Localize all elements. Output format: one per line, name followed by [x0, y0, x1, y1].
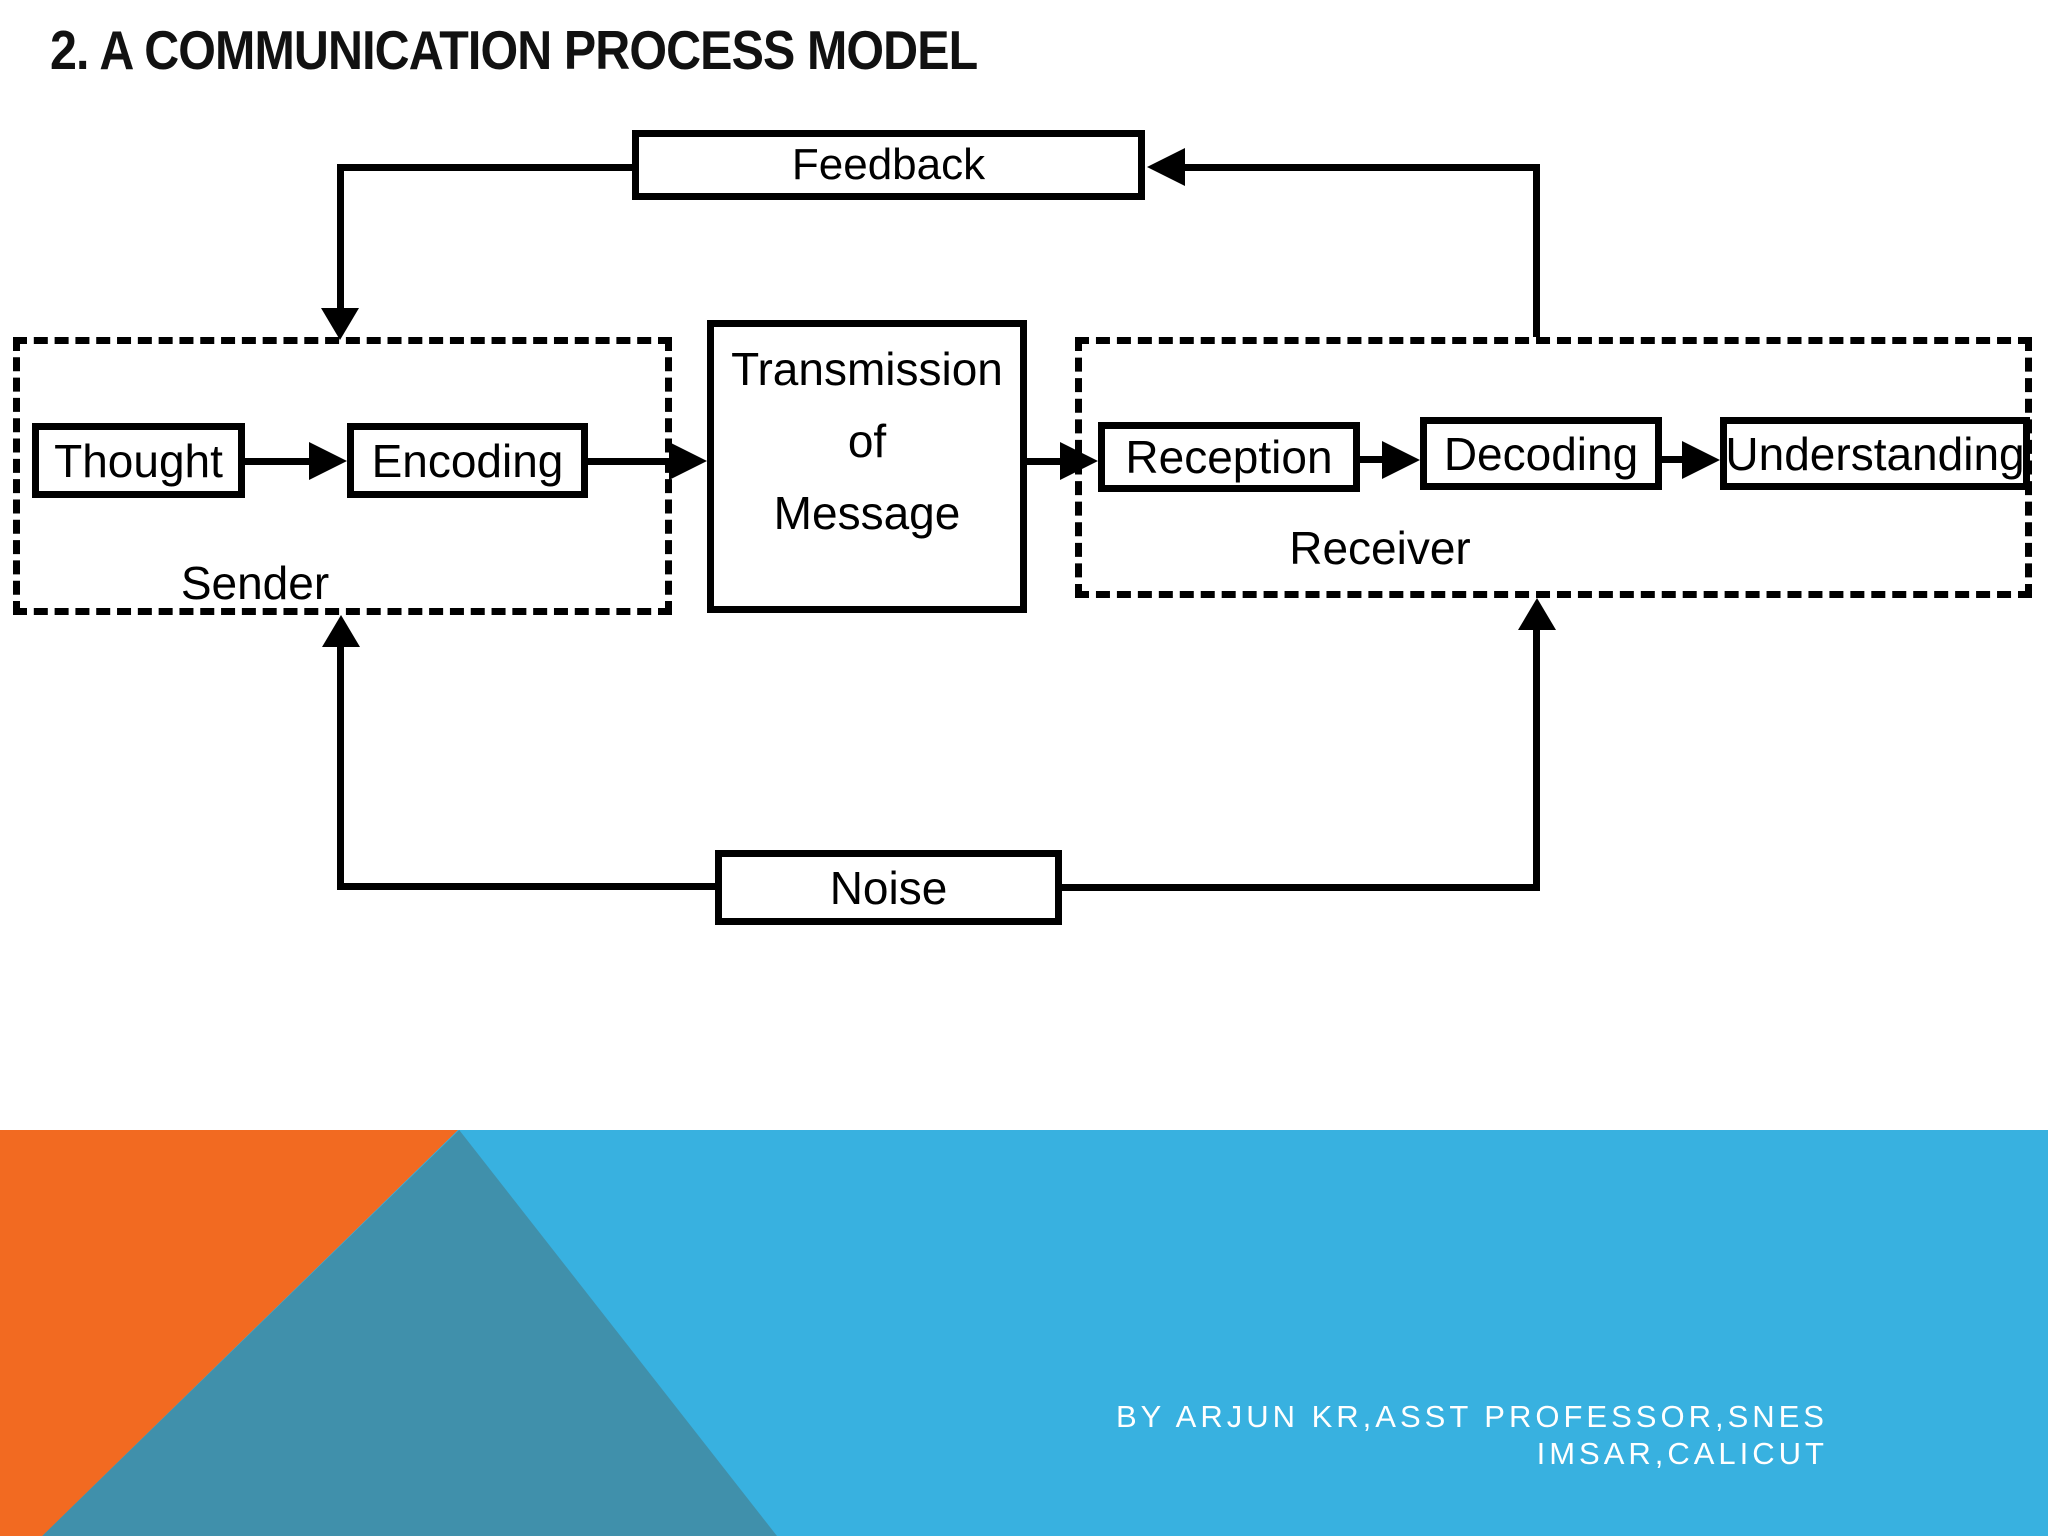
noise-to-sender-horizontal-line	[337, 883, 715, 890]
transmission-box: Transmission of Message	[707, 320, 1027, 613]
thought-to-encoding-line	[245, 458, 309, 465]
noise-to-sender-vertical-line	[337, 645, 344, 890]
arrow-right-into-understanding-icon	[1682, 441, 1720, 479]
transmission-label-line1: Transmission	[731, 343, 1003, 395]
feedback-label: Feedback	[791, 140, 986, 189]
credit-line-2: IMSAR,CALICUT	[1536, 1436, 1828, 1471]
understanding-box: Understanding	[1720, 417, 2030, 490]
reception-label: Reception	[1125, 431, 1333, 483]
transmission-label-line2: of	[847, 415, 887, 467]
thought-label: Thought	[54, 434, 223, 487]
feedback-to-sender-horizontal-line	[340, 164, 632, 171]
encoding-to-transmission-line	[588, 458, 669, 465]
arrow-right-into-decoding-icon	[1382, 441, 1420, 479]
arrow-right-into-encoding-icon	[309, 442, 347, 480]
arrow-up-into-sender-icon	[322, 615, 360, 647]
noise-label: Noise	[829, 861, 948, 914]
encoding-label: Encoding	[371, 434, 564, 487]
transmission-label-line3: Message	[773, 487, 961, 539]
receiver-label: Receiver	[1289, 522, 1471, 574]
thought-box: Thought	[32, 423, 245, 498]
decoding-to-understanding-line	[1662, 456, 1682, 463]
reception-to-decoding-line	[1360, 456, 1382, 463]
understanding-label: Understanding	[1725, 427, 2025, 480]
sender-label: Sender	[180, 557, 330, 609]
transmission-to-reception-line	[1027, 458, 1060, 465]
decoding-box: Decoding	[1420, 417, 1662, 490]
arrow-up-into-receiver-icon	[1518, 598, 1556, 630]
arrow-down-into-sender-icon	[321, 308, 359, 340]
receiver-to-feedback-horizontal-line	[1180, 164, 1540, 171]
decoding-label: Decoding	[1443, 427, 1639, 480]
credit-line-1: BY ARJUN KR,ASST PROFESSOR,SNES	[1115, 1399, 1828, 1434]
feedback-to-sender-vertical-line	[337, 164, 344, 312]
arrow-left-into-feedback-icon	[1147, 148, 1185, 186]
page-title: 2. A COMMUNICATION PROCESS MODEL	[50, 19, 978, 81]
reception-box: Reception	[1098, 422, 1360, 492]
encoding-box: Encoding	[347, 423, 588, 498]
noise-to-receiver-horizontal-line	[1062, 884, 1540, 891]
feedback-box: Feedback	[632, 130, 1145, 200]
noise-to-receiver-vertical-line	[1533, 628, 1540, 888]
credit-text: BY ARJUN KR,ASST PROFESSOR,SNES IMSAR,CA…	[1116, 1398, 1828, 1472]
arrow-right-into-transmission-icon	[669, 442, 707, 480]
sender-region-box	[13, 337, 672, 615]
receiver-to-feedback-vertical-line	[1533, 164, 1540, 337]
noise-box: Noise	[715, 850, 1062, 925]
